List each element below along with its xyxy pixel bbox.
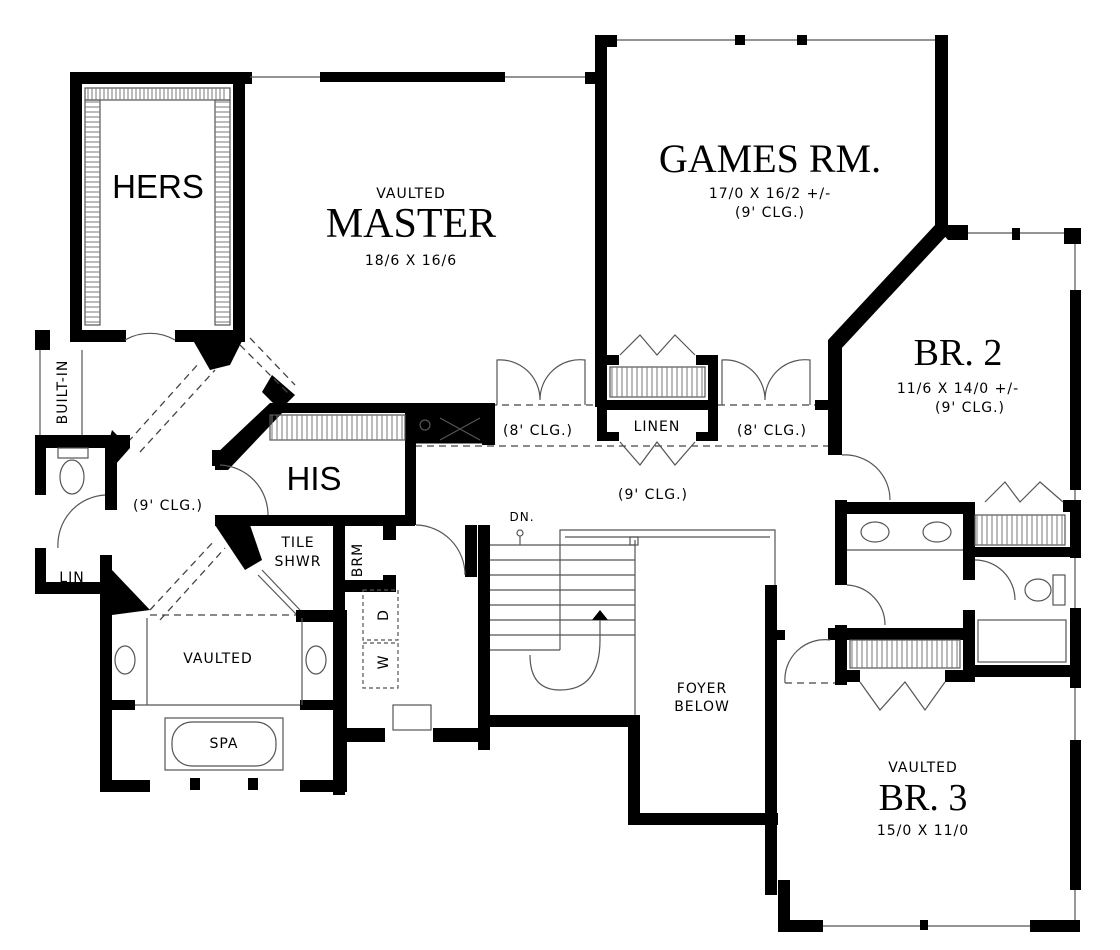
room-br2: BR. 2	[914, 332, 1003, 374]
room-hers: HERS	[112, 168, 204, 205]
foyer-label-2: BELOW	[674, 699, 730, 715]
br2-ceiling: (9' CLG.)	[935, 400, 1005, 416]
hall-right-ceiling: (8' CLG.)	[737, 423, 807, 439]
master-vaulted-note: VAULTED	[376, 186, 446, 202]
games-ceiling: (9' CLG.)	[735, 205, 805, 221]
built-in-label: BUILT-IN	[55, 360, 71, 425]
brm-label: BRM	[350, 543, 366, 577]
room-master: MASTER	[326, 201, 496, 247]
room-br3: BR. 3	[879, 777, 968, 819]
washer-label: W	[376, 655, 392, 670]
stairs-down-label: DN.	[509, 510, 534, 524]
foyer-label-1: FOYER	[677, 681, 727, 697]
room-his: HIS	[286, 460, 341, 497]
games-size: 17/0 X 16/2 +/-	[709, 186, 831, 202]
master-size: 18/6 X 16/6	[365, 253, 457, 269]
room-games: GAMES RM.	[659, 136, 881, 181]
lin-label: LIN	[59, 570, 84, 586]
br3-vaulted-note: VAULTED	[888, 760, 958, 776]
walls	[35, 35, 1081, 932]
tile-shower-label-2: SHWR	[275, 554, 322, 570]
master-bath-label: VAULTED	[183, 651, 253, 667]
hall-left-ceiling: (8' CLG.)	[503, 423, 573, 439]
staircase	[490, 529, 635, 691]
closet-hanging-rods	[84, 87, 1066, 669]
room-labels: HERS VAULTED MASTER 18/6 X 16/6 GAMES RM…	[55, 136, 1019, 839]
master-hall-ceiling: (9' CLG.)	[133, 498, 203, 514]
tile-shower-label-1: TILE	[280, 535, 314, 551]
br2-size: 11/6 X 14/0 +/-	[897, 381, 1019, 397]
spa-label: SPA	[209, 736, 238, 752]
linen-label: LINEN	[634, 419, 681, 435]
hall-ceiling: (9' CLG.)	[618, 487, 688, 503]
dryer-label: D	[376, 609, 392, 621]
br3-size: 15/0 X 11/0	[877, 823, 969, 839]
